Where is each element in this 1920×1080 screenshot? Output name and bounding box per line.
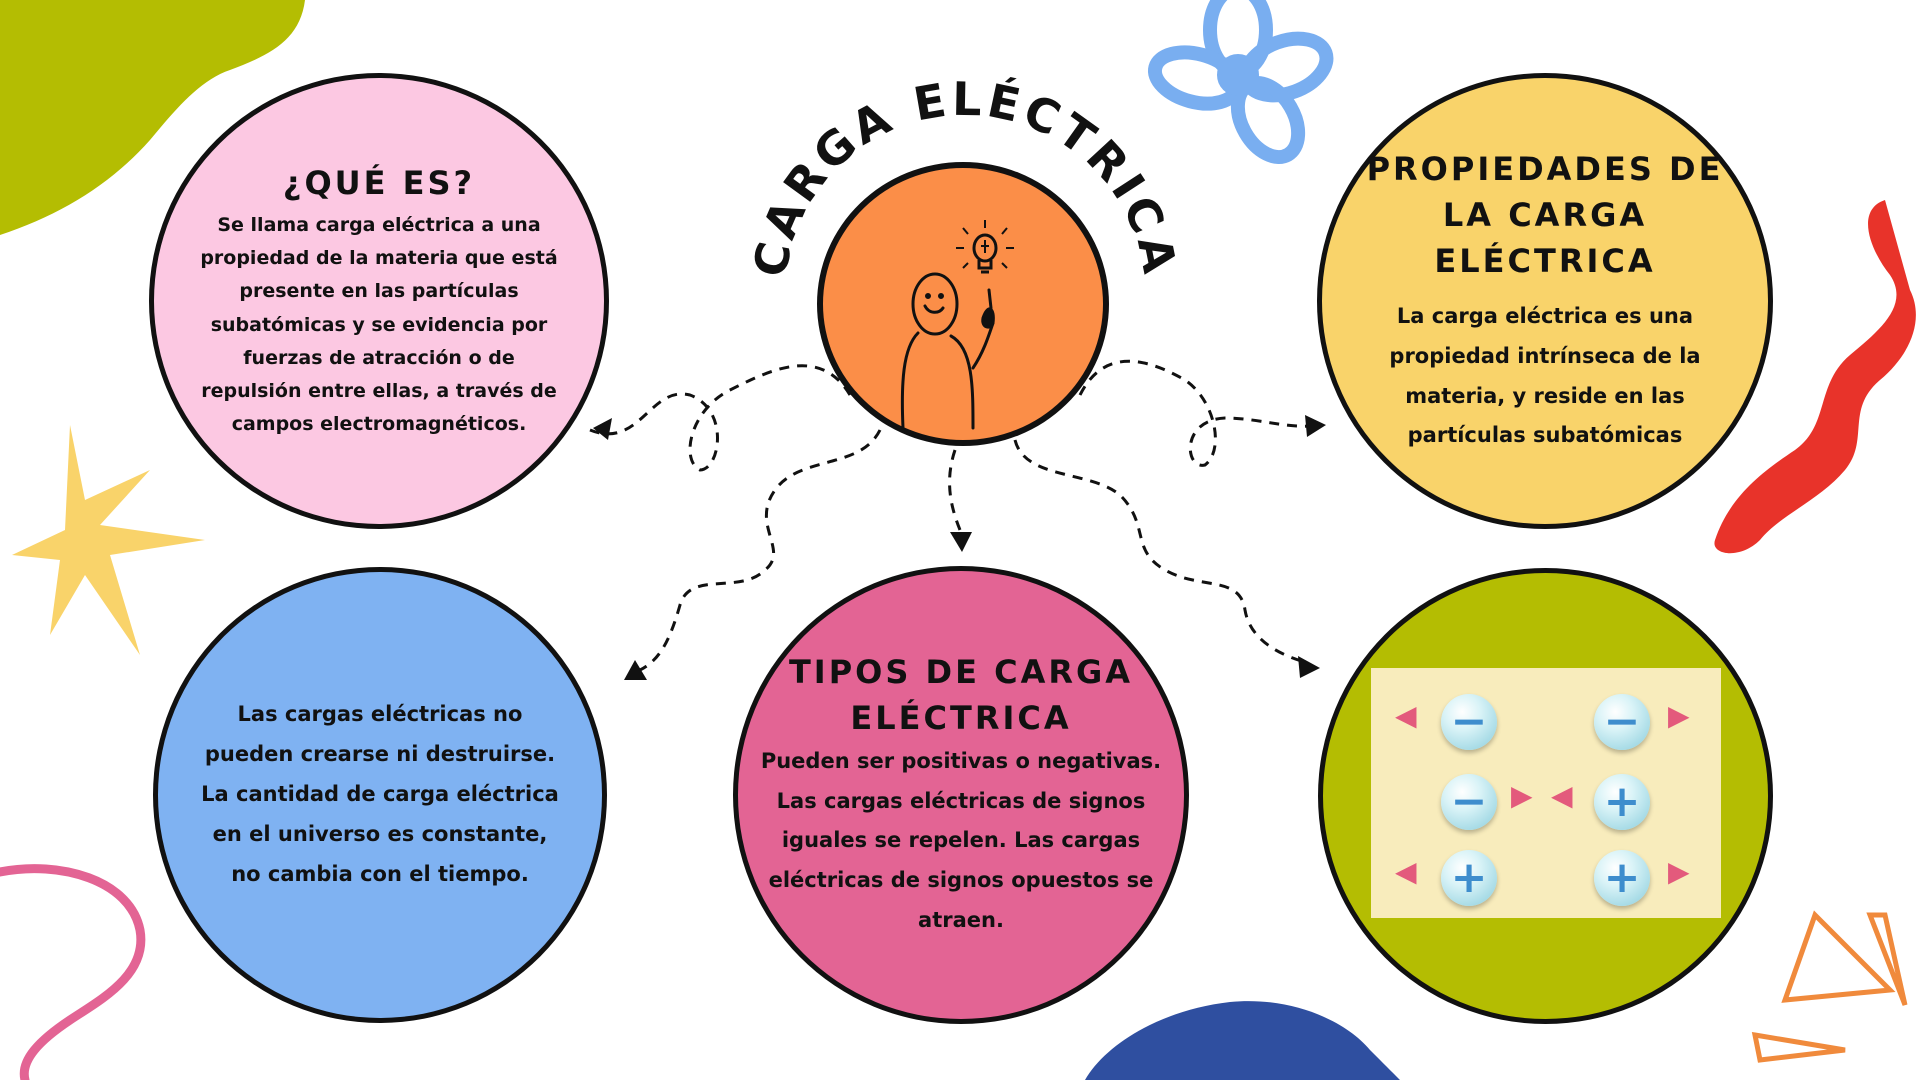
yellow-star-icon [12, 425, 205, 655]
lightbulb-icon [956, 220, 1014, 274]
idea-illustration [900, 220, 1014, 430]
blue-flower-icon [1147, 0, 1334, 164]
repel-arrow-right-icon: ▶ [1668, 855, 1690, 888]
node-que-es: ¿QUÉ ES? Se llama carga eléctrica a una … [149, 73, 609, 529]
node-que-es-heading: ¿QUÉ ES? [282, 164, 476, 203]
attract-arrow-left-icon: ◀ [1551, 779, 1573, 812]
navy-blob [1085, 1001, 1400, 1080]
repel-arrow-right-icon: ▶ [1668, 699, 1690, 732]
negative-charge-icon: − [1441, 774, 1497, 830]
connector-propiedades [1078, 359, 1319, 467]
green-blob [0, 0, 305, 235]
orange-triangles [1751, 910, 1908, 1063]
red-squiggle [1714, 200, 1916, 554]
connector-arrowheads [593, 415, 1326, 680]
negative-charge-icon: − [1441, 694, 1497, 750]
node-tipos-text: Pueden ser positivas o negativas. Las ca… [760, 748, 1162, 933]
node-conservacion-text: Las cargas eléctricas no pueden crearse … [201, 702, 559, 886]
pink-squiggle [0, 864, 146, 1080]
repel-arrow-left-icon: ◀ [1395, 855, 1417, 888]
node-que-es-text: Se llama carga eléctrica a una propiedad… [200, 213, 558, 436]
connector-diagram [1013, 439, 1306, 664]
positive-charge-icon: + [1594, 850, 1650, 906]
node-tipos-heading: TIPOS DE CARGA ELÉCTRICA [788, 652, 1134, 738]
charges-panel: ◀ − − ▶ − ▶ ◀ + ◀ + + ▶ [1371, 668, 1721, 918]
node-propiedades-heading: PROPIEDADES DE LA CARGA ELÉCTRICA [1366, 149, 1724, 281]
stick-figure-icon [900, 272, 995, 430]
center-circle [817, 162, 1109, 446]
connector-tipos [948, 449, 962, 531]
connector-conservacion [639, 429, 882, 672]
node-conservacion: Las cargas eléctricas no pueden crearse … [153, 567, 607, 1023]
attract-arrow-right-icon: ▶ [1511, 779, 1533, 812]
repel-arrow-left-icon: ◀ [1395, 699, 1417, 732]
node-propiedades-text: La carga eléctrica es una propiedad intr… [1389, 303, 1701, 448]
positive-charge-icon: + [1441, 850, 1497, 906]
negative-charge-icon: − [1594, 694, 1650, 750]
positive-charge-icon: + [1594, 774, 1650, 830]
node-propiedades: PROPIEDADES DE LA CARGA ELÉCTRICA La car… [1317, 73, 1773, 529]
dashed-connectors [589, 359, 1319, 672]
connector-que-es [589, 364, 852, 472]
node-tipos: TIPOS DE CARGA ELÉCTRICA Pueden ser posi… [733, 566, 1189, 1024]
